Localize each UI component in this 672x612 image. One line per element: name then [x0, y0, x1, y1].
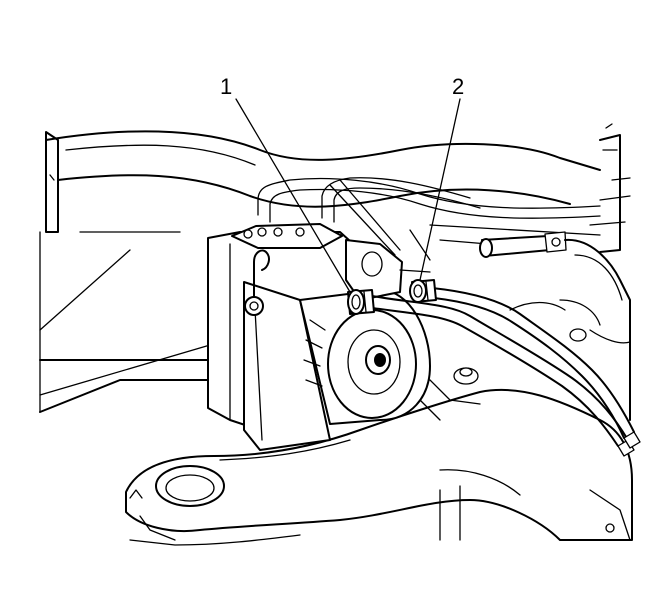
- callout-1-label: 1: [220, 74, 232, 99]
- callout-2-leader: [419, 98, 461, 281]
- brake-line-fitting-2: [409, 279, 437, 303]
- lower-crossmember: [125, 388, 633, 546]
- brake-lines: [371, 287, 641, 457]
- callout-2-label: 2: [452, 74, 464, 99]
- background-frame: [39, 123, 631, 413]
- brake-line-fitting-1: [347, 289, 375, 315]
- brake-line-bundle: [257, 177, 601, 261]
- brake-modulator: [207, 223, 481, 451]
- callout-1-leader: [235, 98, 351, 293]
- right-components: [479, 231, 631, 421]
